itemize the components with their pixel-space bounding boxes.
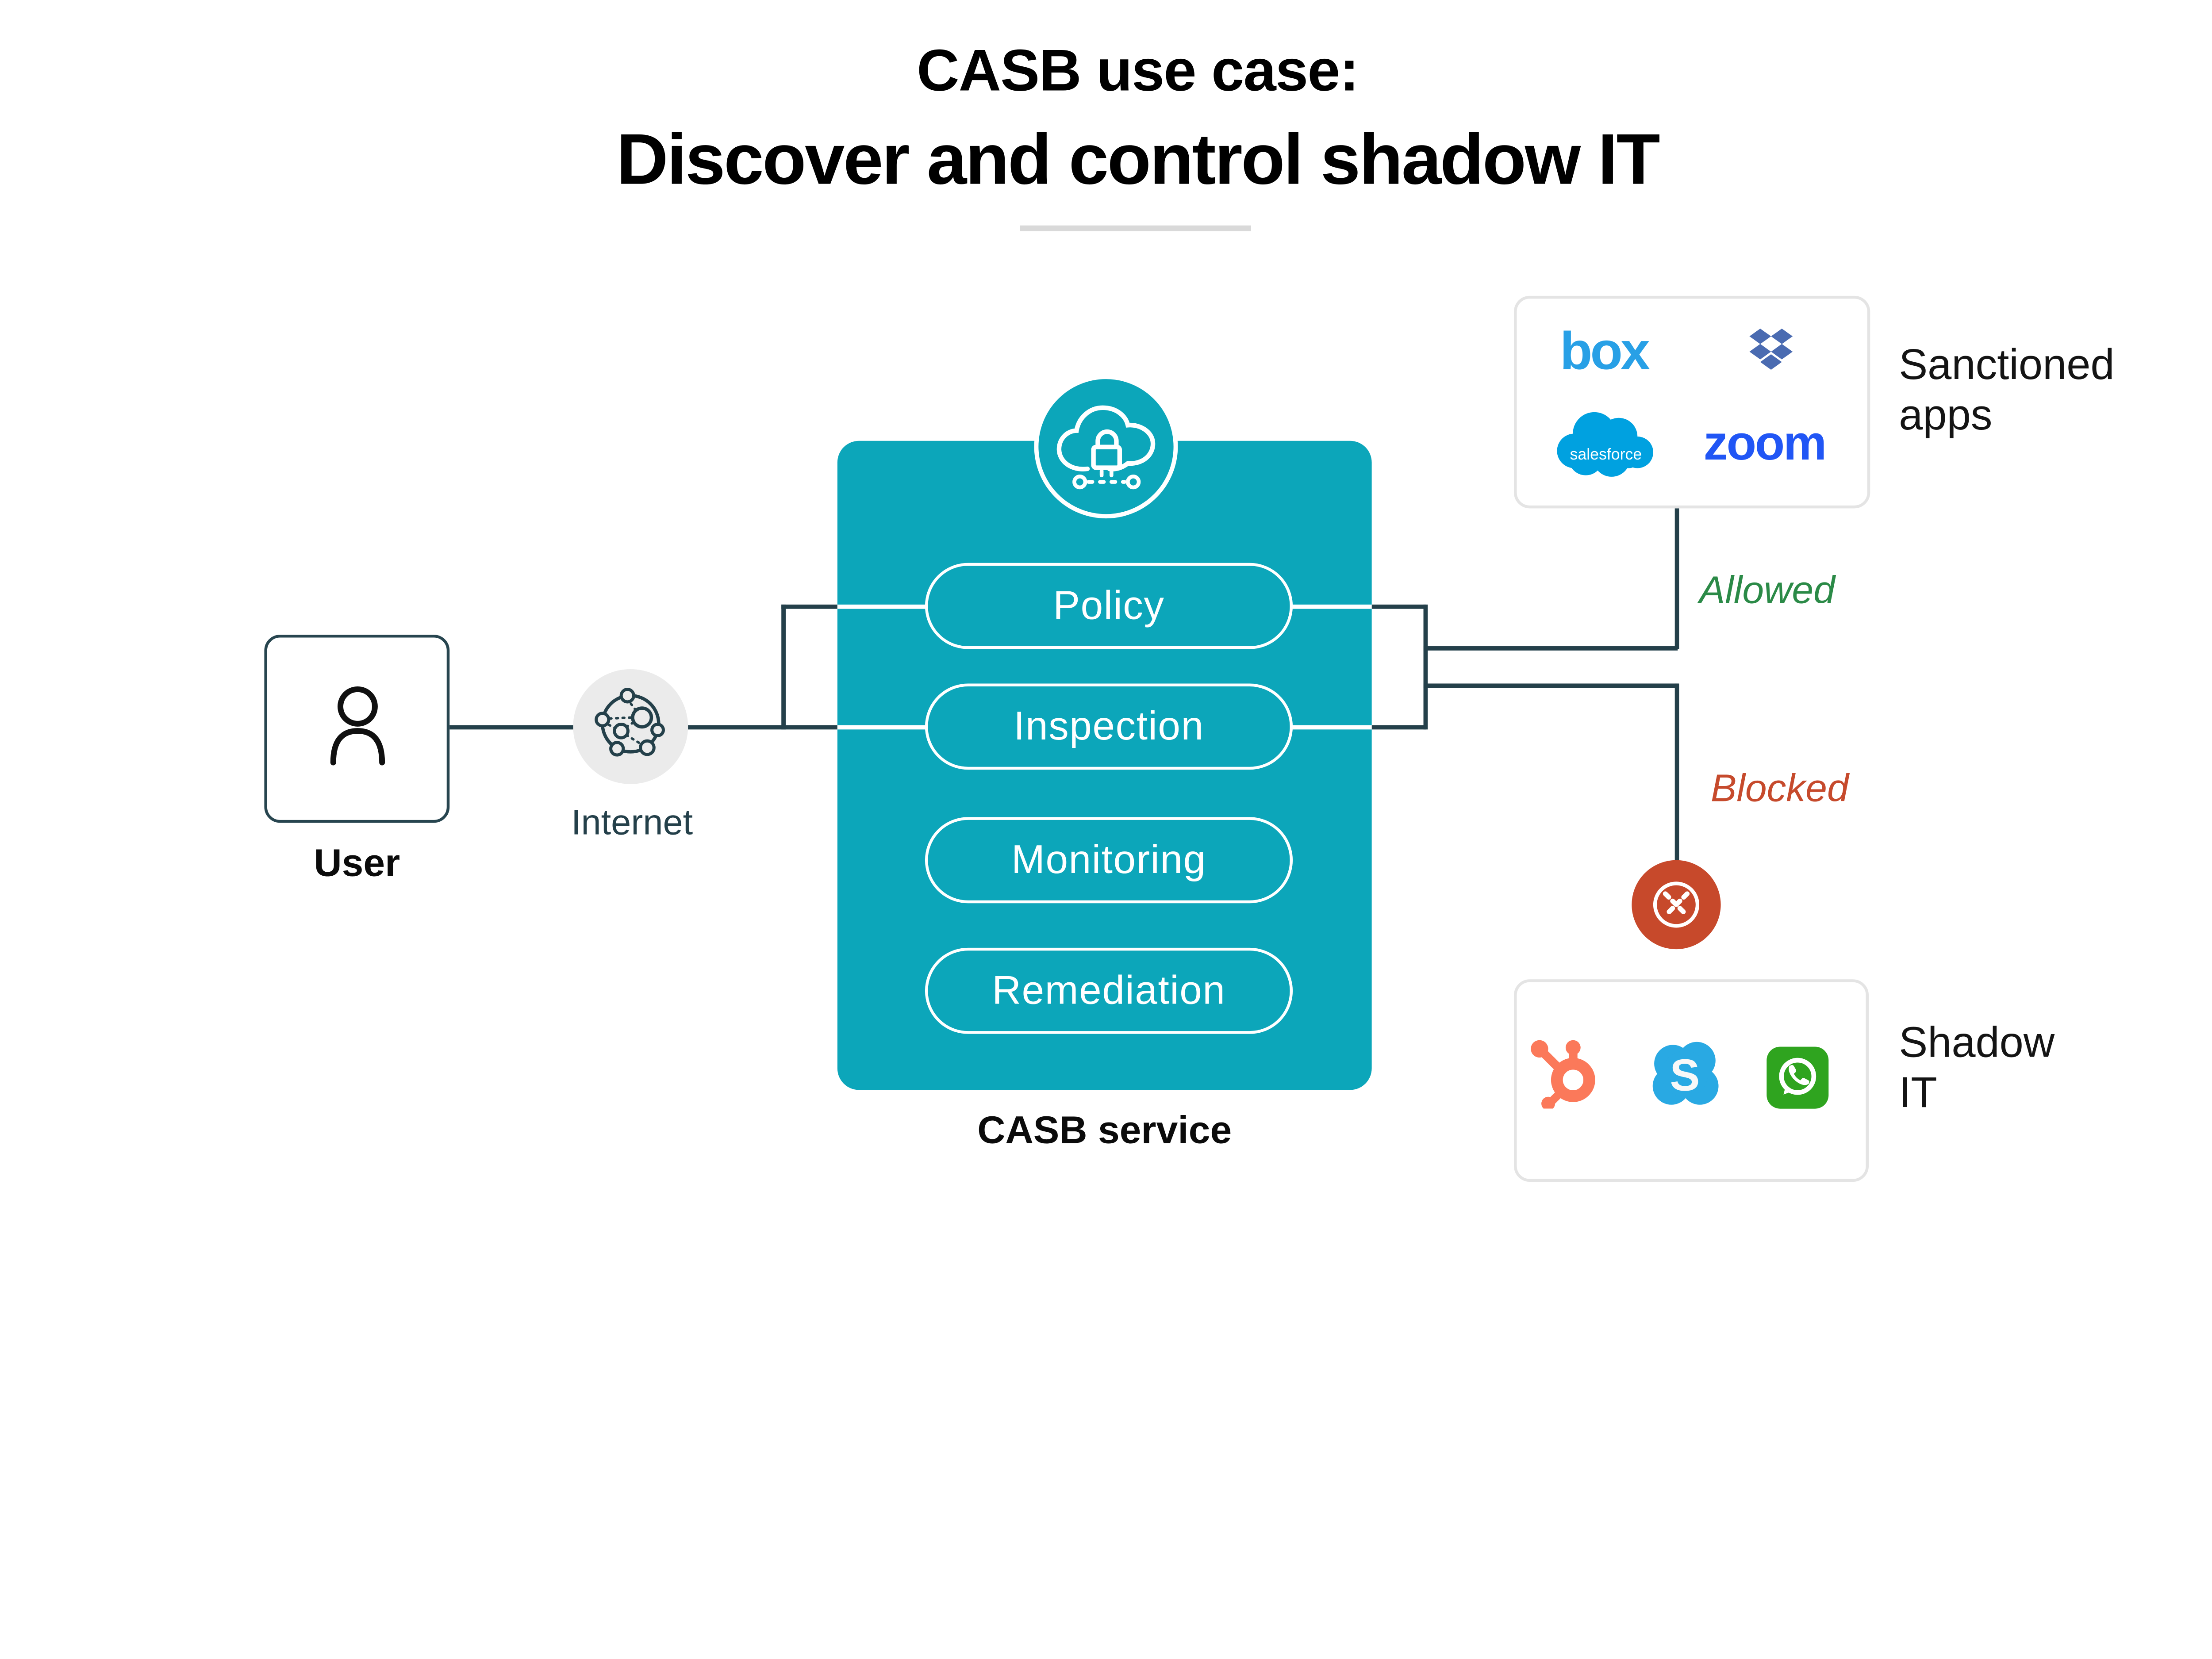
edge-left-bracket-vertical xyxy=(781,604,785,730)
edge-left-policy-stub xyxy=(781,604,837,608)
sanctioned-apps-label: Sanctioned apps xyxy=(1899,341,2115,440)
svg-text:salesforce: salesforce xyxy=(1570,445,1642,463)
hubspot-logo-icon xyxy=(1528,1034,1603,1116)
edge-policy-left-white xyxy=(837,604,928,608)
edge-inspection-right-white xyxy=(1290,725,1372,729)
edge-blocked-vertical xyxy=(1674,683,1678,862)
pill-inspection: Inspection xyxy=(925,683,1293,770)
pill-inspection-label: Inspection xyxy=(1014,703,1204,748)
user-node xyxy=(264,635,450,823)
page-title: CASB use case: Discover and control shad… xyxy=(29,0,2212,201)
title-line-2: Discover and control shadow IT xyxy=(616,119,1660,200)
pill-remediation-label: Remediation xyxy=(992,968,1226,1012)
pill-policy-label: Policy xyxy=(1053,583,1165,628)
zoom-logo-icon: zoom xyxy=(1703,416,1827,471)
casb-service-label: CASB service xyxy=(977,1108,1232,1152)
salesforce-logo-icon: salesforce xyxy=(1551,405,1660,487)
pill-monitoring-label: Monitoring xyxy=(1011,837,1206,882)
dropbox-logo-icon xyxy=(1744,327,1798,382)
edge-right-bracket-vertical xyxy=(1423,604,1427,730)
pill-remediation: Remediation xyxy=(925,947,1293,1034)
svg-text:S: S xyxy=(1670,1050,1700,1100)
pill-monitoring: Monitoring xyxy=(925,817,1293,904)
edge-policy-right-white xyxy=(1290,604,1372,608)
user-label: User xyxy=(314,841,400,885)
blocked-x-icon xyxy=(1632,860,1721,950)
pill-policy: Policy xyxy=(925,563,1293,649)
allowed-label: Allowed xyxy=(1699,568,1835,612)
edge-inspection-left-white xyxy=(837,725,928,729)
internet-label: Internet xyxy=(571,802,693,843)
edge-allowed-vertical xyxy=(1674,508,1678,649)
edge-right-policy-stub xyxy=(1371,604,1427,608)
title-line-1: CASB use case: xyxy=(917,37,1359,103)
network-globe-icon xyxy=(589,682,672,772)
edge-right-inspection-stub xyxy=(1371,725,1427,729)
edge-blocked-horizontal xyxy=(1423,683,1678,687)
cloud-lock-icon xyxy=(1052,388,1161,505)
internet-node xyxy=(573,669,688,784)
casb-diagram: CASB use case: Discover and control shad… xyxy=(29,0,2212,1182)
edge-allowed-horizontal xyxy=(1423,646,1678,650)
person-icon xyxy=(311,676,403,781)
skype-logo-icon: S xyxy=(1649,1040,1720,1119)
whatsapp-logo-icon xyxy=(1765,1046,1830,1117)
sanctioned-apps-card xyxy=(1514,295,1870,509)
blocked-label: Blocked xyxy=(1710,766,1849,810)
cloud-lock-badge xyxy=(1034,375,1178,519)
shadow-it-label: Shadow IT xyxy=(1899,1019,2055,1117)
box-logo-icon: box xyxy=(1559,322,1650,381)
title-divider xyxy=(1020,225,1251,231)
